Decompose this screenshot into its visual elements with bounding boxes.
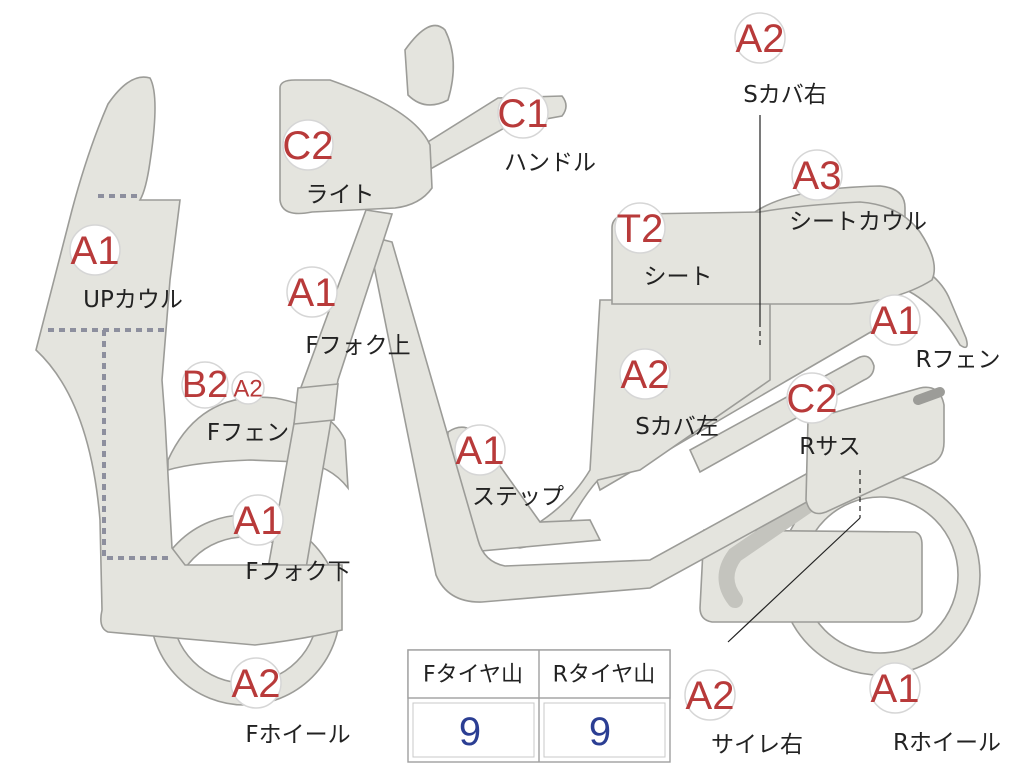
upper-cowl-shape — [35, 76, 343, 646]
side-cover-lower — [494, 299, 771, 549]
grade-code: C1 — [497, 92, 548, 136]
front-tire-value: 9 — [459, 710, 481, 754]
part-label: Fフォク下 — [245, 559, 350, 585]
grade-badge — [869, 662, 921, 714]
part-label: Fフェン — [207, 420, 289, 446]
part-label: Fフォク上 — [305, 333, 410, 359]
rear-tire-header: Rタイヤ山 — [553, 663, 656, 688]
front-tire-header: Fタイヤ山 — [423, 663, 523, 688]
leader-line-muffler — [727, 517, 861, 643]
grade-badge — [286, 266, 338, 318]
grade-code: T2 — [617, 207, 664, 251]
grade-code: C2 — [786, 377, 837, 421]
part-label: Rサス — [799, 434, 861, 460]
part-grade-item: C1 ハンドル — [497, 87, 596, 176]
muffler-pipe — [718, 497, 816, 608]
headlight-shape — [279, 79, 433, 215]
grade-code: A2 — [686, 674, 735, 718]
grade-badge — [786, 372, 838, 424]
rear-shock-end — [913, 387, 945, 405]
grade-badge — [497, 87, 549, 139]
grade-code: B2 — [182, 364, 228, 406]
part-label: ステップ — [472, 484, 564, 510]
grade-code: A2 — [736, 17, 785, 61]
part-label: Rホイール — [893, 730, 1001, 756]
grade-code: C2 — [282, 124, 333, 168]
part-label: Fホイール — [245, 722, 350, 748]
part-label: シート — [644, 264, 713, 290]
grade-badge — [869, 294, 921, 346]
grade-badge — [232, 494, 284, 546]
part-grade-item: A2 サイレ右 — [684, 669, 803, 758]
mirror-shape — [404, 24, 455, 106]
grade-badge-secondary — [231, 371, 265, 405]
tire-tread-table: Fタイヤ山 Rタイヤ山 9 9 — [407, 649, 671, 763]
grade-badge — [282, 119, 334, 171]
grade-code: A3 — [793, 154, 842, 198]
table-cell-frame — [412, 702, 535, 758]
grade-badge — [181, 361, 229, 409]
grade-code: A2 — [621, 353, 670, 397]
part-grade-item: A1 ステップ — [454, 424, 564, 510]
part-label: Sカバ左 — [635, 414, 719, 440]
part-grade-item: A3 シートカウル — [789, 149, 927, 235]
table-cell-frame — [543, 702, 666, 758]
grade-code: A1 — [871, 299, 920, 343]
fork-clamp — [293, 383, 339, 425]
scooter-silhouette — [35, 24, 981, 706]
grade-badge — [614, 202, 666, 254]
grade-code: A1 — [871, 667, 920, 711]
part-grade-item: C2 ライト — [282, 119, 375, 208]
grade-badge — [734, 12, 786, 64]
part-label: Rフェン — [916, 347, 1001, 373]
rear-tire-value: 9 — [589, 710, 611, 754]
grade-code: A1 — [71, 229, 120, 273]
grade-badge — [230, 657, 282, 709]
part-label: サイレ右 — [711, 732, 803, 758]
engine-block — [699, 529, 923, 623]
grade-code-secondary: A2 — [233, 376, 262, 403]
front-fender-grade: B2 A2 Fフェン — [181, 361, 289, 446]
part-label: Sカバ右 — [743, 82, 827, 108]
grade-badge — [69, 224, 121, 276]
grade-badge — [684, 669, 736, 721]
part-label: UPカウル — [83, 287, 183, 313]
part-label: ハンドル — [504, 150, 596, 176]
grade-code: A1 — [234, 499, 283, 543]
grade-code: A2 — [232, 662, 281, 706]
grade-badge — [791, 149, 843, 201]
part-label: ライト — [306, 182, 375, 208]
grade-badge — [619, 348, 671, 400]
grade-code: A1 — [456, 429, 505, 473]
part-grade-item: T2 シート — [614, 202, 713, 290]
part-label: シートカウル — [789, 209, 927, 235]
grade-code: A1 — [288, 271, 337, 315]
grade-badge — [454, 424, 506, 476]
